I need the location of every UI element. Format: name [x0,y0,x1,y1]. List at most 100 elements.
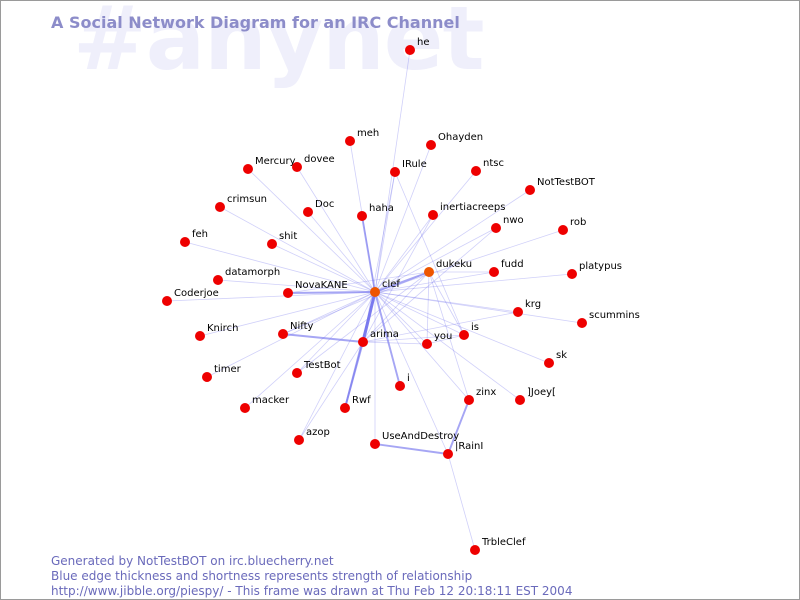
edge-clef-datamorph [217,279,376,293]
node-marker[interactable] [443,449,453,459]
node-krg[interactable]: krg [513,299,541,317]
edge-clef-fudd [374,271,495,293]
node-marker[interactable] [278,329,288,339]
node-marker[interactable] [544,358,554,368]
node-nifty[interactable]: Nifty [278,321,314,339]
node-trbleclef[interactable]: TrbleClef [470,537,526,555]
node-marker[interactable] [525,185,535,195]
channel-watermark: #anynet [73,0,485,90]
node-marker[interactable] [357,211,367,221]
node-marker[interactable] [405,45,415,55]
node-datamorph[interactable]: datamorph [213,267,280,285]
edge-clef-azop [298,291,376,441]
edge-clef-platypus [374,273,573,293]
node-marker[interactable] [424,267,434,277]
node-knirch[interactable]: Knirch [195,323,238,341]
node-label: haha [369,203,394,214]
edge-you-is [426,334,465,345]
node-marker[interactable] [515,395,525,405]
node-novakane[interactable]: NovaKANE [283,280,348,298]
edge-dukeku-arima [362,271,430,343]
node-haha[interactable]: haha [357,203,394,221]
node-marker[interactable] [213,275,223,285]
node-marker[interactable] [345,136,355,146]
node-crimsun[interactable]: crimsun [215,194,267,212]
node-you[interactable]: you [422,331,452,349]
edge-dukeku-testbot [296,271,430,374]
node-irule[interactable]: IRule [390,159,427,177]
node-sk[interactable]: sk [544,350,567,368]
node-marker[interactable] [558,225,568,235]
node-azop[interactable]: azop [294,427,330,445]
node-label: Mercury [255,156,296,167]
node-marker[interactable] [577,318,587,328]
node-arima[interactable]: arima [358,329,399,347]
node-macker[interactable]: macker [240,395,290,413]
node-marker[interactable] [292,162,302,172]
node-platypus[interactable]: platypus [567,261,622,279]
node-dovee[interactable]: dovee [292,154,335,172]
node-marker[interactable] [195,331,205,341]
node-marker[interactable] [471,166,481,176]
node-marker[interactable] [162,296,172,306]
node-rwf[interactable]: Rwf [340,395,371,413]
node-he[interactable]: he [405,37,430,55]
node-marker[interactable] [358,337,368,347]
node-marker[interactable] [215,202,225,212]
node-label: scummins [589,310,640,321]
node-rob[interactable]: rob [558,217,586,235]
node-joey[interactable]: ]Joey[ [515,387,556,405]
node-ntsc[interactable]: ntsc [471,158,504,176]
node-marker[interactable] [395,381,405,391]
node-zinx[interactable]: zinx [464,387,496,405]
node-marker[interactable] [370,287,380,297]
node-marker[interactable] [370,439,380,449]
node-label: ntsc [483,158,504,169]
node-timer[interactable]: timer [202,364,242,382]
node-useanddestroy[interactable]: UseAndDestroy [370,431,459,449]
node-marker[interactable] [340,403,350,413]
node-marker[interactable] [243,164,253,174]
node-marker[interactable] [491,223,501,233]
node-marker[interactable] [464,395,474,405]
node-ohayden[interactable]: Ohayden [426,132,483,150]
node-marker[interactable] [283,288,293,298]
node-marker[interactable] [292,368,302,378]
node-marker[interactable] [240,403,250,413]
node-marker[interactable] [489,267,499,277]
node-inertiacreeps[interactable]: inertiacreeps [428,202,505,220]
node-marker[interactable] [294,435,304,445]
node-marker[interactable] [426,140,436,150]
node-marker[interactable] [470,545,480,555]
node-doc[interactable]: Doc [303,199,334,217]
node-scummins[interactable]: scummins [577,310,640,328]
node-shit[interactable]: shit [267,231,297,249]
edge-clef-zinx [374,291,470,401]
node-nwo[interactable]: nwo [491,215,524,233]
node-marker[interactable] [428,210,438,220]
node-marker[interactable] [513,307,523,317]
node-mercury[interactable]: Mercury [243,156,296,174]
node-marker[interactable] [422,339,432,349]
node-marker[interactable] [390,167,400,177]
node-marker[interactable] [267,239,277,249]
node-fudd[interactable]: fudd [489,259,524,277]
node-feh[interactable]: feh [180,229,208,247]
node-marker[interactable] [202,372,212,382]
node-testbot[interactable]: TestBot [292,360,341,378]
node-marker[interactable] [567,269,577,279]
footer-source-link[interactable]: http://www.jibble.org/piespy/ - This fra… [51,584,573,598]
node-label: meh [357,128,379,139]
node-dukeku[interactable]: dukeku [424,259,472,277]
node-marker[interactable] [180,237,190,247]
node-clef[interactable]: clef [370,279,400,297]
node-nottestbot[interactable]: NotTestBOT [525,177,596,195]
node-meh[interactable]: meh [345,128,379,146]
node-coderjoe[interactable]: Coderjoe [162,288,219,306]
node-raini[interactable]: |RainI [443,441,483,459]
node-is[interactable]: is [459,322,479,340]
node-i[interactable]: i [395,373,410,391]
node-marker[interactable] [459,330,469,340]
edge-clef-you [374,291,428,345]
node-marker[interactable] [303,207,313,217]
